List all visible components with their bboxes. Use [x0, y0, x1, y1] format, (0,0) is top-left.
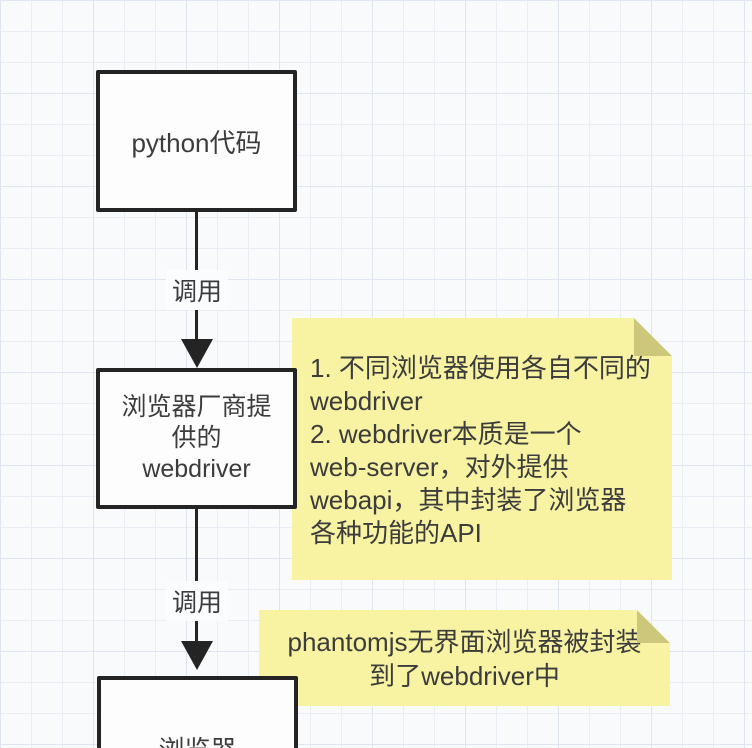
- note-text-line: phantomjs无界面浏览器被封装: [287, 627, 642, 657]
- sticky-note-webdriver-info: 1. 不同浏览器使用各自不同的 webdriver 2. webdriver本质…: [292, 318, 672, 580]
- note-folded-corner-icon: [634, 318, 672, 356]
- sticky-note-phantomjs-info: phantomjs无界面浏览器被封装 到了webdriver中: [259, 610, 670, 706]
- node-label-line: 供的: [171, 424, 222, 452]
- node-label: python代码: [131, 127, 262, 158]
- note-text-line: 各种功能的API: [310, 518, 482, 548]
- node-label-line: webdriver: [142, 455, 251, 483]
- edge-label-call-2: 调用: [165, 581, 229, 621]
- node-label: 浏览器: [158, 730, 236, 748]
- edge-label-call-1: 调用: [165, 270, 229, 310]
- note-text-line: webdriver: [310, 386, 423, 416]
- node-label-line: 浏览器厂商提: [121, 393, 272, 421]
- note-text-line: web-server，对外提供: [310, 452, 569, 482]
- note-text-line: 1. 不同浏览器使用各自不同的: [310, 353, 651, 383]
- arrowhead-down-icon: [181, 641, 213, 670]
- arrow-line: [195, 509, 198, 641]
- arrowhead-down-icon: [181, 339, 213, 368]
- node-browser: 浏览器: [97, 676, 298, 748]
- note-folded-corner-icon: [637, 610, 670, 643]
- note-text-line: webapi，其中封装了浏览器: [310, 485, 627, 515]
- note-text-line: 2. webdriver本质是一个: [310, 419, 582, 449]
- node-python-code: python代码: [96, 70, 297, 212]
- node-vendor-webdriver: 浏览器厂商提 供的 webdriver: [96, 368, 297, 509]
- note-text-line: 到了webdriver中: [369, 661, 560, 691]
